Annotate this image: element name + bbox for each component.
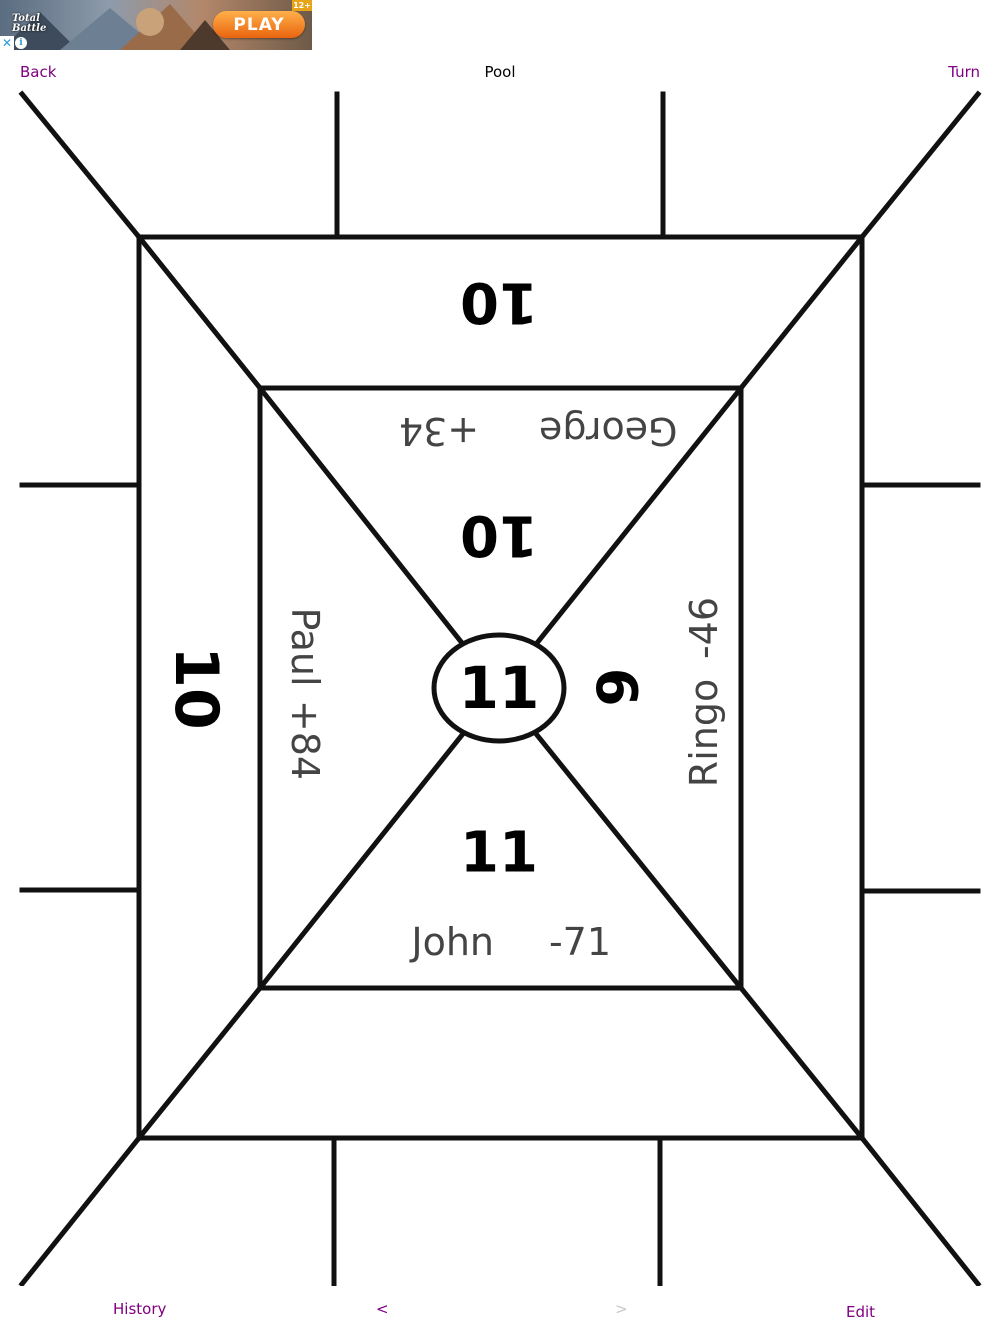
player-ringo-name: Ringo [682, 679, 726, 787]
previous-button[interactable]: < [376, 1300, 389, 1318]
diagonal-bottom-left [18, 1134, 143, 1286]
ad-age-rating: 12+ [292, 0, 312, 11]
outer-top-score-group: 10 [460, 270, 538, 335]
diagonal-inner-bottom-left [256, 731, 466, 992]
player-ringo-delta: -46 [682, 597, 726, 659]
inner-bottom-score[interactable]: 11 [460, 821, 538, 886]
player-george-delta: +34 [399, 409, 479, 453]
diagonal-mid-bottom-left [135, 984, 264, 1142]
ad-play-button[interactable]: PLAY [213, 11, 305, 38]
board-lines [18, 90, 982, 1286]
player-george-group[interactable]: George +34 [399, 409, 678, 453]
diagonal-mid-bottom-right [737, 984, 866, 1142]
page-title: Pool [484, 63, 516, 81]
top-navigation: Pool Back Turn [0, 60, 1000, 86]
player-ringo-group[interactable]: Ringo -46 [682, 597, 726, 787]
outer-top-score[interactable]: 10 [460, 270, 538, 335]
player-john-group[interactable]: John -71 [409, 920, 611, 964]
player-john-name: John [409, 920, 494, 964]
center-circle [431, 632, 567, 744]
player-paul-delta: +84 [283, 700, 327, 780]
inner-right-score[interactable]: 9 [587, 668, 652, 707]
center-score[interactable]: 11 [459, 654, 540, 722]
diagonal-inner-top-right [533, 384, 745, 647]
player-paul-name: Paul [283, 607, 327, 686]
diagonal-top-right [858, 90, 982, 241]
outer-left-score[interactable]: 10 [161, 646, 231, 730]
player-john-delta: -71 [549, 920, 611, 964]
turn-button[interactable]: Turn [948, 63, 980, 81]
diagonal-inner-top-left [256, 384, 466, 647]
ad-close-icon[interactable]: ✕ [0, 36, 14, 50]
inner-right-score-group: 9 [587, 668, 652, 707]
edit-button[interactable]: Edit [846, 1303, 876, 1321]
diagonal-inner-bottom-right [533, 731, 745, 992]
score-board[interactable]: 11 10 George +34 Paul +84 Ringo -46 9 11… [0, 90, 1000, 1286]
back-button[interactable]: Back [20, 63, 57, 81]
player-george-name: George [539, 409, 678, 453]
outer-left-score-group: 10 [161, 646, 231, 730]
diagonal-bottom-right [858, 1134, 982, 1286]
next-button[interactable]: > [615, 1300, 628, 1318]
ad-info-icon[interactable]: i [15, 37, 27, 49]
diagonal-mid-top-left [135, 233, 264, 392]
inner-top-score[interactable]: 10 [460, 503, 538, 568]
history-button[interactable]: History [113, 1300, 167, 1318]
inner-top-score-group: 10 [460, 503, 538, 568]
diagonal-top-left [18, 90, 143, 241]
diagonal-mid-top-right [737, 233, 866, 392]
player-paul-group[interactable]: Paul +84 [283, 607, 327, 780]
bottom-toolbar: History < > Edit [0, 1298, 1000, 1328]
